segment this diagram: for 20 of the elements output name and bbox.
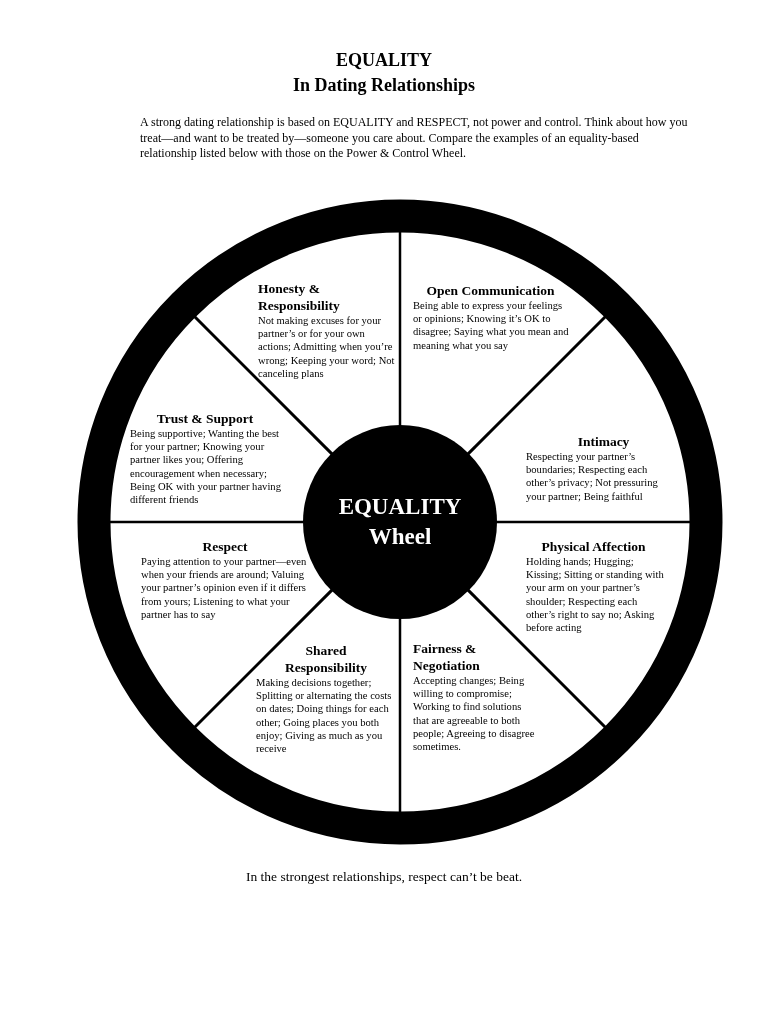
segment-description: Holding hands; Hugging; Kissing; Sitting or standing with your arm on your partner’s shoulder; Respecting each other’s right to say no; Asking before acting <box>526 555 665 635</box>
segment-description: Accepting changes; Being willing to compromise; Working to find solutions that are agreeable to both people; Agreeing to disagree sometimes. <box>413 674 536 754</box>
segment-description: Respecting your partner’s boundaries; Respecting each other’s privacy; Not pressuring your partner; Being faithful <box>526 450 659 503</box>
segment-description: Paying attention to your partner—even when your friends are around; Valuing your partner’s opinion even if it differs from yours; Listening to what your partner has to say <box>141 555 308 621</box>
hub-label: EQUALITY Wheel <box>337 493 463 551</box>
segment-description: Being supportive; Wanting the best for your partner; Knowing your partner likes you; Offering encouragement when necessary; Being OK with your partner having different friends <box>130 427 282 507</box>
segment-heading: Physical Affection <box>540 538 647 555</box>
segment-description: Not making excuses for your partner’s or for your own actions; Admitting when you’re wrong; Keeping your word; Not canceling plans <box>258 314 396 380</box>
segment-description: Making decisions together; Splitting or alternating the costs on dates; Doing things for each other; Going places you both enjoy; Giving as much as you receive <box>256 676 393 756</box>
segment-heading: Shared Responsibility <box>284 642 368 676</box>
title: EQUALITY In Dating Relationships <box>291 49 477 97</box>
segment-description: Being able to express your feelings or opinions; Knowing it’s OK to disagree; Saying what you mean and meaning what you say <box>413 299 570 352</box>
caption: In the strongest relationships, respect can’t be beat. <box>244 869 523 885</box>
segment-heading: Honesty & Responsibility <box>258 280 341 314</box>
segment-heading: Open Communication <box>425 282 556 299</box>
segment-heading: Intimacy <box>576 433 631 450</box>
segment-heading: Trust & Support <box>155 410 255 427</box>
segment-heading: Respect <box>201 538 249 555</box>
intro-paragraph: A strong dating relationship is based on EQUALITY and RESPECT, not power and control. Think about how you treat—and want to be treated by—someone you care about. Compare the examples of an equality-based relationship listed below with those on the Power & Control Wheel. <box>140 115 688 162</box>
segment-heading: Fairness & Negotiation <box>413 640 481 674</box>
